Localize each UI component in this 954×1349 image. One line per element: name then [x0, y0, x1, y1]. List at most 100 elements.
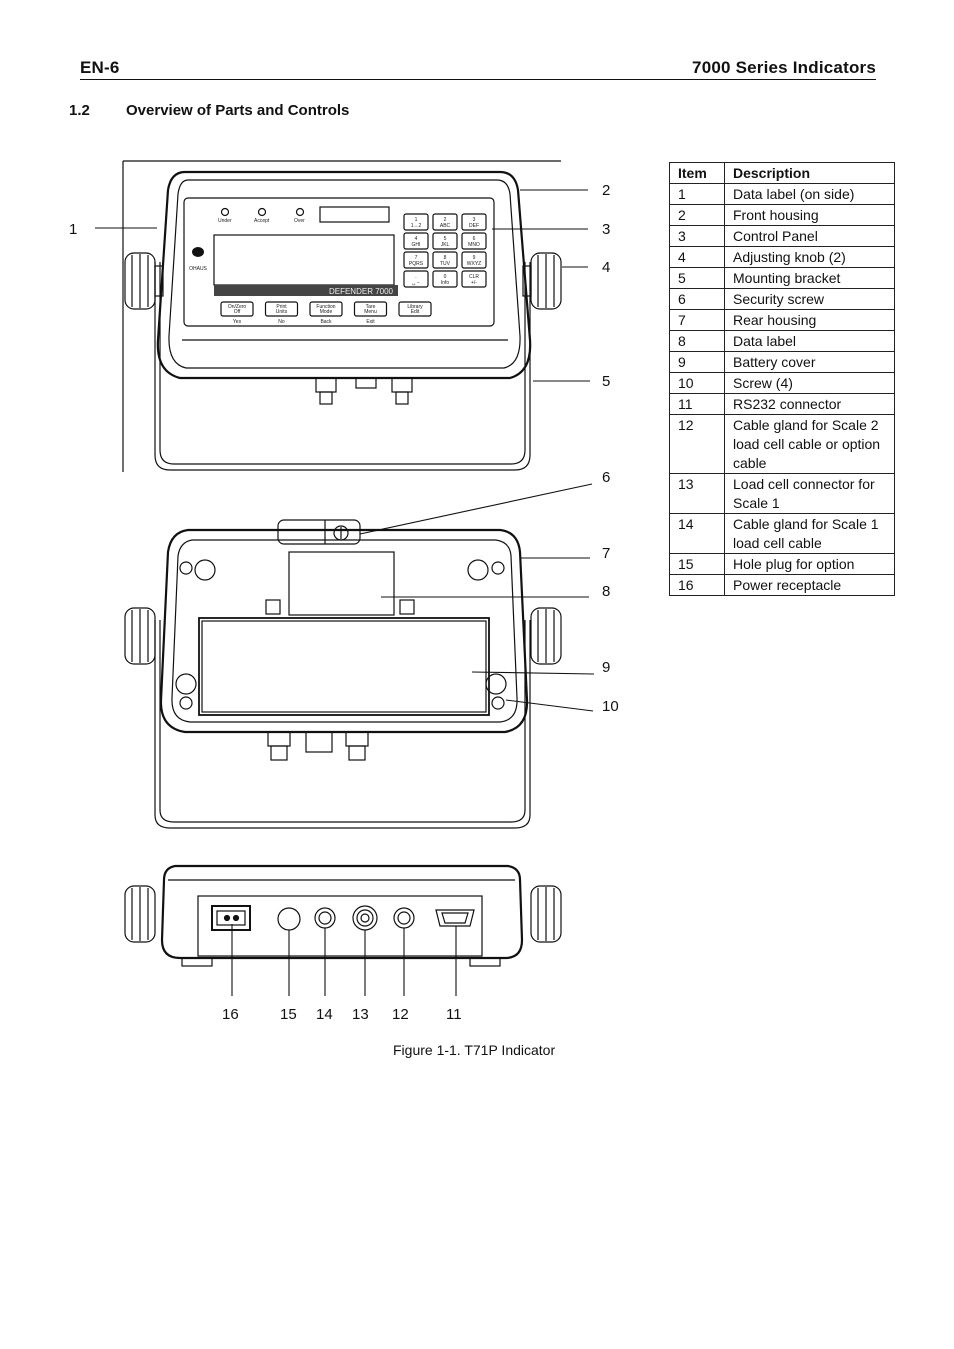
item-number: 9 — [669, 351, 725, 373]
item-number: 3 — [669, 225, 725, 247]
key-label: 3 — [473, 217, 476, 223]
led-label-under: Under — [218, 218, 232, 224]
front-data-window — [319, 206, 390, 223]
rear-left-knob — [124, 607, 156, 665]
function-key-top-label: On/Zero — [228, 304, 247, 310]
led-label-over: Over — [294, 218, 305, 224]
callout-labels: 1 2 3 4 5 6 7 8 9 10 11 12 13 14 15 16 — [69, 182, 619, 1023]
callout-11: 11 — [446, 1006, 462, 1023]
key-sublabel: DEF — [469, 223, 479, 229]
svg-text:OHAUS: OHAUS — [189, 266, 207, 272]
page-number: EN-6 — [80, 58, 120, 77]
key-sublabel: GHI — [412, 242, 421, 248]
bottom-left-knob — [124, 885, 156, 943]
key-label: 0 — [444, 274, 447, 280]
item-description: RS232 connector — [724, 393, 895, 415]
item-number: 13 — [669, 473, 725, 514]
item-number: 10 — [669, 372, 725, 394]
item-description: Cable gland for Scale 1 load cell cable — [724, 513, 895, 554]
section-title: Overview of Parts and Controls — [126, 102, 350, 119]
front-view: Under Accept Over OHAUS DEFENDER 7000 11… — [122, 160, 562, 472]
key-sublabel: ABC — [440, 223, 451, 229]
callout-10: 10 — [602, 698, 619, 715]
model-name: DEFENDER 7000 — [329, 287, 394, 296]
item-description: Load cell connector for Scale 1 — [724, 473, 895, 514]
key-sublabel: Info — [441, 280, 450, 286]
callout-13: 13 — [352, 1006, 369, 1023]
function-key-bottom-label: Units — [276, 309, 288, 315]
item-number: 11 — [669, 393, 725, 415]
hole-plug — [277, 907, 301, 931]
rear-data-label — [288, 551, 395, 616]
function-key-under-label: Exit — [366, 319, 375, 325]
key-label: 6 — [473, 236, 476, 242]
item-number: 6 — [669, 288, 725, 310]
item-description: Hole plug for option — [724, 553, 895, 575]
key-label: 1 — [415, 217, 418, 223]
function-key-top-label: Tare — [366, 304, 376, 310]
keypad-key[interactable]: 11↔2 — [403, 213, 429, 231]
rear-view — [124, 519, 562, 829]
figure-caption: Figure 1-1. T71P Indicator — [393, 1042, 556, 1058]
item-number: 5 — [669, 267, 725, 289]
key-sublabel: WXYZ — [467, 261, 481, 267]
item-number: 4 — [669, 246, 725, 268]
item-description: Screw (4) — [724, 372, 895, 394]
item-description: Cable gland for Scale 2 load cell cable … — [724, 414, 895, 474]
function-key-bottom-label: Edit — [411, 309, 420, 315]
section-number: 1.2 — [69, 102, 90, 119]
document-title: 7000 Series Indicators — [692, 58, 876, 77]
function-key-top-label: Library — [407, 304, 423, 310]
item-description: Mounting bracket — [724, 267, 895, 289]
function-key-under-label: Back — [320, 319, 332, 325]
key-sublabel: +/- — [471, 280, 477, 286]
weight-display — [213, 234, 395, 286]
key-label: . — [415, 274, 416, 280]
item-description: Security screw — [724, 288, 895, 310]
item-number: 7 — [669, 309, 725, 331]
keypad-key[interactable]: .␣ − — [403, 270, 429, 288]
item-number: 14 — [669, 513, 725, 554]
callout-6: 6 — [602, 469, 610, 486]
function-key-bottom-label: Menu — [364, 309, 377, 315]
function-key-top-label: Function — [316, 304, 335, 310]
key-sublabel: TUV — [440, 261, 451, 267]
item-number: 1 — [669, 183, 725, 205]
keypad-key[interactable]: CLR+/- — [461, 270, 487, 288]
item-number: 16 — [669, 574, 725, 596]
column-header-item: Item — [669, 162, 725, 184]
column-header-description: Description — [724, 162, 895, 184]
callout-2: 2 — [602, 182, 610, 199]
header-rule — [80, 79, 876, 80]
numeric-keypad[interactable]: 11↔22ABC3DEF4GHI5JKL6MNO7PQRS8TUV9WXYZ.␣… — [403, 213, 487, 288]
callout-1: 1 — [69, 221, 77, 238]
key-sublabel: ␣ − — [412, 280, 420, 286]
